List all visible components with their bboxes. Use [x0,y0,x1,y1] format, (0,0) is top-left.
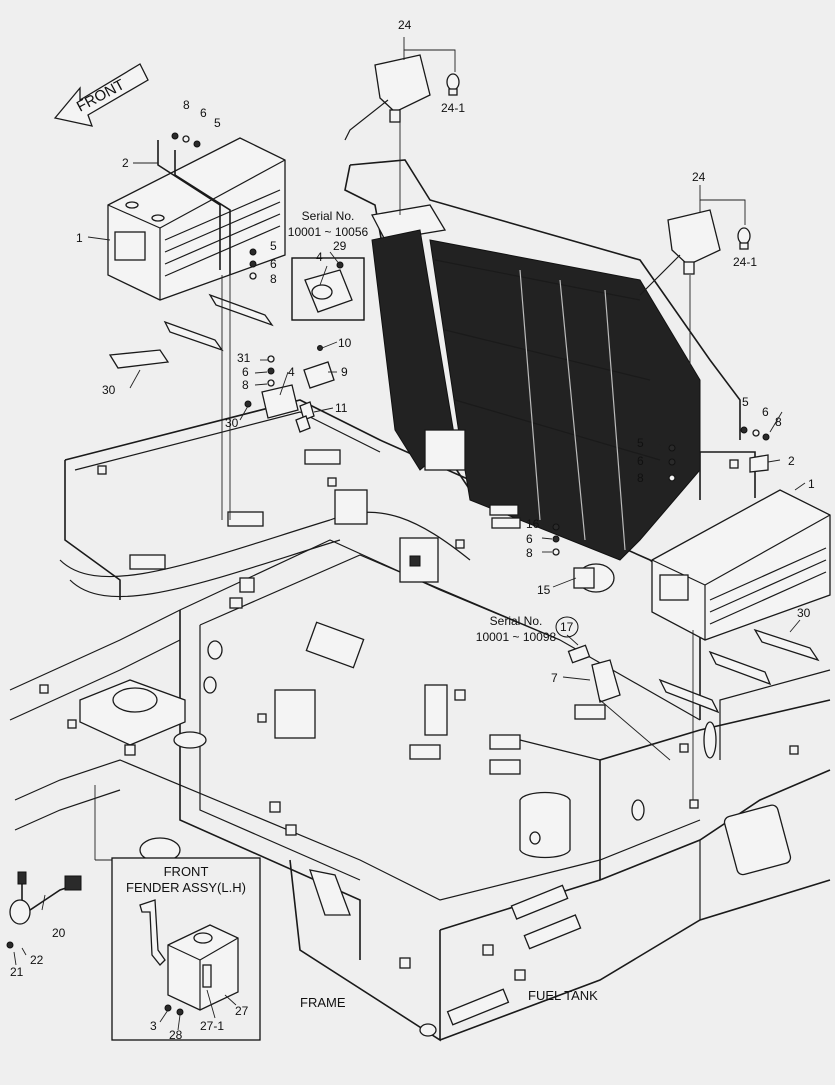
callout-30-mid: 30 [225,416,239,430]
battery-left [107,137,286,301]
front-fender-inset [111,857,261,1041]
callout-1-right: 1 [808,477,815,491]
fasteners [171,132,770,556]
serial-note-1-title: Serial No. [302,209,355,223]
callout-6-right: 6 [637,454,644,468]
callout-24-1-top: 24-1 [441,101,465,115]
callout-22: 22 [30,953,44,967]
callout-30-left: 30 [102,383,116,397]
callout-8-left: 8 [183,98,190,112]
callout-24-top: 24 [398,18,412,32]
callout-24-right: 24 [692,170,706,184]
callout-11: 11 [335,401,348,415]
callout-30-right: 30 [797,606,811,620]
callout-6-left: 6 [200,106,207,120]
callout-1-left: 1 [76,231,83,245]
work-lamp-right [639,209,721,296]
callout-17-circle [555,616,579,638]
callout-4-upper: 4 [316,250,323,264]
callout-5-right: 5 [637,436,644,450]
callout-10: 10 [338,336,352,350]
battery-mats [108,293,820,714]
serial-note-2-range: 10001 ~ 10098 [476,630,557,644]
mounting-blocks [39,449,799,981]
callout-15: 15 [537,583,551,597]
radiator-grille [344,159,741,561]
callout-2-right: 2 [788,454,795,468]
callout-8-center: 8 [526,546,533,560]
callout-6-right-top: 6 [762,405,769,419]
callout-24-1-right: 24-1 [733,255,757,269]
callout-6-left-lower: 6 [270,257,277,271]
callout-6-mid: 6 [242,365,249,379]
callout-17: 17 [560,620,574,634]
callout-21: 21 [10,965,24,979]
callout-31: 31 [237,351,251,365]
callout-28: 28 [169,1028,183,1042]
callout-29: 29 [333,239,347,253]
fuel-tank-label: FUEL TANK [528,988,598,1003]
work-lamp-top [344,54,431,141]
callout-7: 7 [551,671,558,685]
frame-label: FRAME [300,995,346,1010]
callout-9: 9 [341,365,348,379]
battery-hold-bracket-left [157,140,231,275]
callout-20: 20 [52,926,66,940]
horn [573,563,615,593]
callout-5-left: 5 [214,116,221,130]
inset-title-line2: FENDER ASSY(L.H) [126,880,246,895]
callout-8-right: 8 [637,471,644,485]
battery-switch [567,644,621,703]
callout-8-mid: 8 [242,378,249,392]
callout-2-left: 2 [122,156,129,170]
callout-8-right-top: 8 [775,415,782,429]
relays [261,257,365,433]
callout-8-left-lower: 8 [270,272,277,286]
inset-title-line1: FRONT [164,864,209,879]
bulbs [446,73,751,250]
leader-lines [13,37,806,966]
serial-note-1-range: 10001 ~ 10056 [288,225,369,239]
callout-27-1: 27-1 [200,1019,224,1033]
front-direction-arrow: FRONT [53,63,149,127]
wiring-harness [6,871,82,949]
battery-hold-bracket-right [699,451,769,500]
callout-5-left-lower: 5 [270,239,277,253]
callout-16: 16 [526,517,540,531]
callout-4-mid: 4 [288,365,295,379]
callout-27: 27 [235,1004,249,1018]
battery-right [651,489,831,641]
callout-5-right-top: 5 [742,395,749,409]
serial-note-2-title: Serial No. [490,614,543,628]
callout-3: 3 [150,1019,157,1033]
upper-frame-structure [9,399,831,1042]
callout-6-center: 6 [526,532,533,546]
